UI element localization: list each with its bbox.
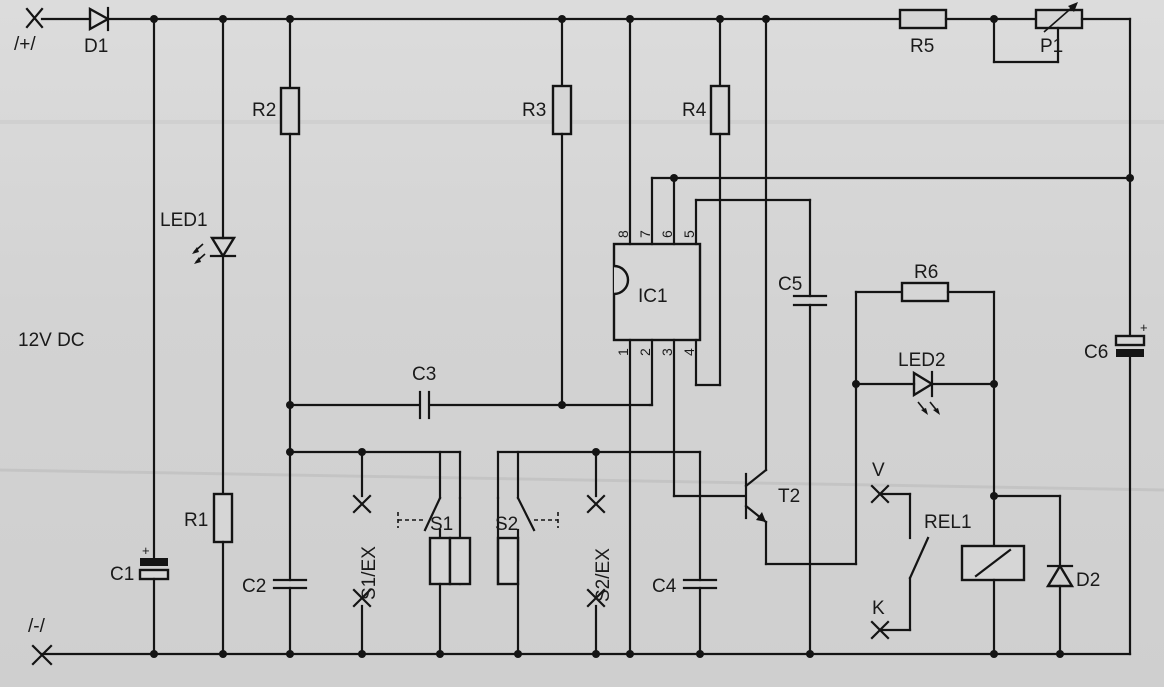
switch-s2-symbol (496, 450, 559, 656)
label-c2: C2 (242, 576, 266, 597)
label-r5: R5 (910, 36, 934, 57)
label-plus-terminal: /+/ (14, 34, 36, 55)
label-s2: S2 (495, 514, 518, 535)
ic-pin-4: 4 (681, 348, 697, 356)
label-v: V (872, 460, 885, 481)
label-r6: R6 (914, 262, 938, 283)
terminal-minus (31, 644, 53, 666)
paper-shadow-band (0, 120, 1164, 124)
r4-branch (694, 17, 731, 387)
label-p1: P1 (1040, 36, 1063, 57)
label-c5: C5 (778, 274, 802, 295)
label-s1: S1 (430, 514, 453, 535)
label-r2: R2 (252, 100, 276, 121)
label-ic1: IC1 (638, 286, 668, 307)
ic-pin-6: 6 (659, 230, 675, 238)
label-r4: R4 (682, 100, 707, 121)
relay-rel1-symbol (870, 484, 1062, 656)
label-supply-voltage: 12V DC (18, 330, 85, 351)
c1-branch (138, 17, 170, 656)
c1-polarity-mark: + (142, 543, 150, 558)
label-c1: C1 (110, 564, 134, 585)
label-k: K (872, 598, 885, 619)
paper-fold-line (0, 468, 1164, 492)
label-c4: C4 (652, 576, 677, 597)
ic-pin-5: 5 (681, 230, 697, 238)
label-c6: C6 (1084, 342, 1108, 363)
terminal-plus (25, 7, 44, 29)
label-led1: LED1 (160, 210, 208, 231)
label-minus-terminal: /-/ (28, 616, 46, 637)
c4-capacitor (682, 450, 718, 656)
label-rel1: REL1 (924, 512, 972, 533)
r5-p1-network (898, 2, 1132, 338)
ic1-chip (612, 17, 702, 656)
ic-pin-8: 8 (615, 230, 631, 238)
label-t2: T2 (778, 486, 800, 507)
led1-r1-branch (192, 17, 237, 656)
label-s1ex: S1/EX (359, 546, 380, 600)
diode-d1-symbol (88, 6, 111, 32)
junction-dots (150, 15, 1134, 658)
label-r1: R1 (184, 510, 208, 531)
c6-polarity-mark: + (1140, 320, 1148, 335)
switch-s1-symbol (397, 450, 472, 656)
c3-capacitor (288, 390, 652, 420)
r3-branch (551, 17, 573, 407)
ic-pin-3: 3 (659, 348, 675, 356)
ic-pin-1: 1 (615, 348, 631, 356)
ic-pin-7: 7 (637, 230, 653, 238)
label-s2ex: S2/EX (593, 548, 614, 602)
c5-branch (694, 198, 828, 656)
r6-led2-network (854, 281, 996, 498)
s2ex-terminals (586, 450, 606, 656)
transistor-t2-symbol (672, 386, 858, 566)
diode-d2-symbol (1045, 494, 1075, 656)
label-r3: R3 (522, 100, 546, 121)
s1ex-terminals (352, 450, 372, 656)
paper-background-texture (0, 120, 1164, 492)
ic-pin-2: 2 (637, 348, 653, 356)
label-led2: LED2 (898, 350, 946, 371)
c6-branch (1114, 334, 1146, 656)
label-d2: D2 (1076, 570, 1100, 591)
label-c3: C3 (412, 364, 436, 385)
label-d1: D1 (84, 36, 108, 57)
r2-c2-branch (272, 17, 308, 656)
